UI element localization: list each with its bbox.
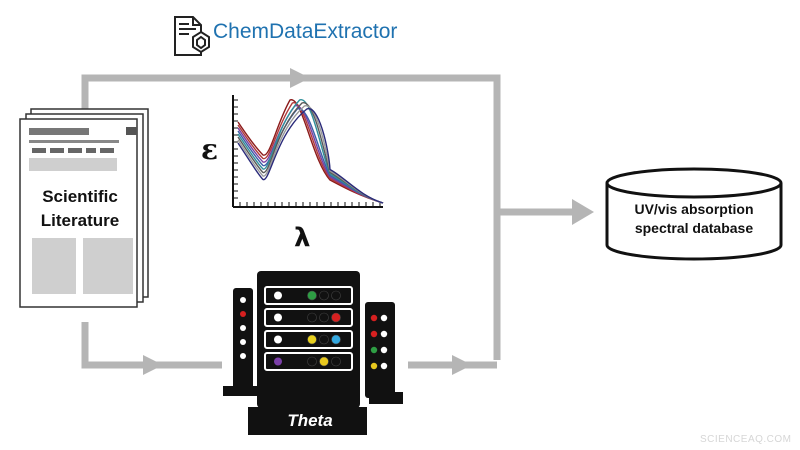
status-led: [307, 290, 317, 301]
spectrum-curve: [237, 105, 384, 204]
status-led: [307, 356, 317, 367]
side-led: [240, 311, 246, 317]
side-led: [380, 362, 388, 370]
status-led: [331, 334, 341, 345]
literature-stack: [19, 108, 149, 308]
chemdataextractor-title: ChemDataExtractor: [213, 20, 398, 43]
spectrum-curve: [237, 99, 384, 204]
status-led: [319, 334, 329, 345]
side-led: [240, 297, 246, 303]
database-label-line2: spectral database: [634, 220, 754, 236]
status-led: [331, 312, 341, 323]
rack-slot-indicator: [274, 335, 282, 344]
theta-label: Theta: [287, 411, 333, 430]
spectral-database-cylinder: [605, 167, 783, 261]
arrowhead-bottom-right: [452, 355, 472, 375]
side-rack-right: [365, 302, 395, 398]
side-led: [370, 314, 378, 322]
side-led: [380, 314, 388, 322]
status-led: [319, 356, 329, 367]
status-led: [319, 290, 329, 301]
rack-slot-indicator: [274, 357, 282, 366]
literature-label-line1: Scientific: [42, 187, 118, 206]
bottom-flow-line: [81, 322, 222, 369]
literature-label: Scientific Literature: [28, 185, 132, 233]
side-led: [240, 339, 246, 345]
status-led: [307, 334, 317, 345]
database-label-line1: UV/vis absorption: [634, 201, 754, 217]
arrowhead-top: [290, 68, 310, 88]
arrowhead-bottom-left: [143, 355, 163, 375]
side-led: [240, 353, 246, 359]
watermark: SCIENCEAQ.COM: [700, 434, 792, 445]
literature-label-line2: Literature: [40, 211, 120, 230]
arrowhead-database: [572, 199, 594, 225]
rack-slot-indicator: [274, 313, 282, 322]
database-label: UV/vis absorption spectral database: [606, 200, 782, 238]
theta-server: [223, 271, 403, 435]
rack-slot-indicator: [274, 291, 282, 300]
spectrum-curve: [237, 99, 384, 204]
spectrum-curve: [237, 102, 384, 204]
spectrum-curve: [237, 108, 384, 204]
status-led: [331, 356, 341, 367]
spectrum-curve: [237, 102, 384, 204]
side-led: [370, 330, 378, 338]
epsilon-axis-label: ε: [201, 133, 219, 166]
side-led: [380, 330, 388, 338]
side-led: [380, 346, 388, 354]
status-led: [319, 312, 329, 323]
lambda-axis-label: λ: [294, 223, 311, 253]
chemdataextractor-logo-icon: [174, 16, 210, 56]
status-led: [307, 312, 317, 323]
spectra-plot: [232, 95, 384, 208]
side-led: [240, 325, 246, 331]
side-led: [370, 362, 378, 370]
arrowheads: [143, 68, 594, 375]
side-led: [370, 346, 378, 354]
status-led: [331, 290, 341, 301]
theta-nameplate: [248, 407, 367, 435]
